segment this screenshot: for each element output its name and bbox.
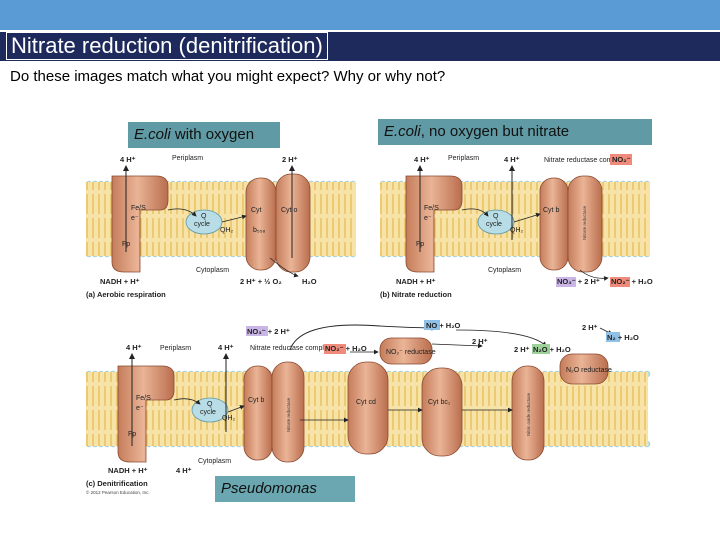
qh2-label-a: QH₂ — [220, 227, 234, 234]
fes-label-b: Fe/S — [424, 205, 439, 212]
no-badge-c — [424, 320, 440, 330]
cyt-b558-a — [245, 177, 277, 271]
qh2-label-b: QH₂ — [510, 227, 524, 234]
nitrate-reductase-label-c: Nitrate reductase — [286, 397, 291, 432]
cyt-bc1-label-c: Cyt bc₁ — [428, 399, 451, 406]
panel-aerobic-respiration: 4 H⁺ Periplasm 2 H⁺ Fe/S e⁻ Q cycle QH₂ … — [86, 155, 356, 299]
slide-question: Do these images match what you might exp… — [10, 68, 446, 85]
n2o-badge-c — [532, 344, 550, 354]
nitrite-badge-b — [610, 154, 632, 165]
periplasm-label-a: Periplasm — [172, 155, 203, 162]
caption-a: (a) Aerobic respiration — [86, 290, 166, 299]
oxygen-products-a: 2 H⁺ + ½ O₂ — [240, 277, 282, 286]
electron-label-a: e⁻ — [131, 215, 139, 222]
cyt-label-a: Cyt — [251, 207, 262, 214]
caption-c: (c) Denitrification — [86, 479, 148, 488]
periplasm-label-c: Periplasm — [160, 345, 191, 352]
periplasm-label-b: Periplasm — [448, 155, 479, 162]
n2o-label-c: N₂O + H₂O — [533, 345, 571, 354]
proton-2h-right-c: 2 H⁺ — [514, 345, 530, 354]
panel-nitrate-reduction: 4 H⁺ Periplasm 4 H⁺ Nitrate reductase co… — [380, 154, 653, 299]
n2-label-c: N₂ + H₂O — [607, 333, 639, 342]
b558-label-a: b₅₅₈ — [253, 227, 266, 234]
nitrite-badge-c — [324, 344, 346, 354]
nr-complex-label-c: Nitrate reductase complex — [250, 345, 332, 352]
nadh-label-b: NADH + H⁺ — [396, 277, 436, 286]
cyt-o-a — [275, 173, 311, 273]
cyt-cd-label-c: Cyt cd — [356, 399, 376, 406]
n2o-reductase-label-c: N₂O reductase — [566, 367, 612, 374]
cycle-label-c: cycle — [200, 409, 216, 416]
cyt-o-label-a: Cyt o — [281, 207, 297, 214]
proton-2h-top-c: 2 H⁺ — [582, 323, 598, 332]
cyt-b-b — [539, 177, 569, 271]
electron-label-c: e⁻ — [136, 405, 144, 412]
nitrate-reductase-b — [567, 175, 603, 273]
label-ecoli-nitrate: E.coli, no oxygen but nitrate — [378, 119, 652, 145]
qh2-label-c: QH₂ — [222, 415, 236, 422]
cyt-b-label-c: Cyt b — [248, 397, 264, 404]
q-label-c: Q — [207, 401, 213, 408]
n2-badge-c — [606, 332, 620, 342]
fes-label-c: Fe/S — [136, 395, 151, 402]
top-accent-bar — [0, 0, 720, 30]
nitrite-products-b: NO₂⁻ + H₂O — [611, 277, 653, 286]
proton-4h-a: 4 H⁺ — [120, 155, 136, 164]
cytoplasm-label-c: Cytoplasm — [198, 458, 231, 465]
no-label-c: NO + H₂O — [426, 321, 461, 330]
nitrite-out-badge-b — [610, 277, 630, 287]
no2-reductase-c — [379, 337, 433, 365]
nitrite-label-b: NO₂⁻ — [612, 155, 631, 164]
no2-reductase-label-c: NO₂⁻ reductase — [386, 349, 436, 356]
cytoplasm-label-a: Cytoplasm — [196, 267, 229, 274]
cyt-b-c — [243, 365, 273, 461]
fp-label-b: Fp — [416, 241, 424, 248]
nitrate-reductase-label-b: Nitrate reductase — [582, 205, 587, 240]
copyright-c: © 2012 Pearson Education, Inc. — [86, 489, 150, 495]
q-label-a: Q — [201, 213, 207, 220]
proton-4h-bottom-c: 4 H⁺ — [176, 466, 192, 475]
nor-label-c: Nitric oxide reductase — [526, 392, 531, 436]
caption-b: (b) Nitrate reduction — [380, 290, 452, 299]
proton-4h-b: 4 H⁺ — [414, 155, 430, 164]
nitrate-products-b: NO₃⁻ + 2 H⁺ — [557, 277, 600, 286]
nitrite-water-c: NO₂⁻ + H₂O — [325, 344, 367, 353]
slide-title: Nitrate reduction (denitrification) — [6, 32, 328, 60]
nr-complex-label-b: Nitrate reductase complex — [544, 157, 626, 164]
nitrate-badge-b — [556, 277, 576, 287]
nadh-label-c: NADH + H⁺ — [108, 466, 148, 475]
fp-label-c: Fp — [128, 431, 136, 438]
proton-4h-c: 4 H⁺ — [126, 343, 142, 352]
label-ecoli-oxygen: E.coli with oxygen — [128, 122, 280, 148]
proton-2h-mid-c: 2 H⁺ — [472, 337, 488, 346]
proton-2h-a: 2 H⁺ — [282, 155, 298, 164]
q-label-b: Q — [493, 213, 499, 220]
nadh-label-a: NADH + H⁺ — [100, 277, 140, 286]
fp-label-a: Fp — [122, 241, 130, 248]
nitrate-badge-c — [246, 326, 268, 336]
label-pseudomonas: Pseudomonas — [215, 476, 355, 502]
cyt-b-label-b: Cyt b — [543, 207, 559, 214]
cycle-label-b: cycle — [486, 221, 502, 228]
cycle-label-a: cycle — [194, 221, 210, 228]
nitrate-input-c: NO₃⁻ + 2 H⁺ — [247, 327, 290, 336]
proton-4h-mid-c: 4 H⁺ — [218, 343, 234, 352]
cyt-cd-c — [347, 361, 389, 455]
nitric-oxide-reductase-c — [511, 365, 545, 461]
fes-label-a: Fe/S — [131, 205, 146, 212]
panel-denitrification: NO₃⁻ + 2 H⁺ NO + H₂O 2 H⁺ N₂ + H₂O 4 H⁺ … — [86, 320, 648, 495]
cytoplasm-label-b: Cytoplasm — [488, 267, 521, 274]
water-label-a: H₂O — [302, 277, 317, 286]
electron-label-b: e⁻ — [424, 215, 432, 222]
n2o-reductase-c — [559, 353, 609, 385]
cyt-bc1-c — [421, 367, 463, 457]
proton-4h-mid-b: 4 H⁺ — [504, 155, 520, 164]
nitrate-reductase-c — [271, 361, 305, 463]
q-cycle-c — [191, 397, 229, 423]
